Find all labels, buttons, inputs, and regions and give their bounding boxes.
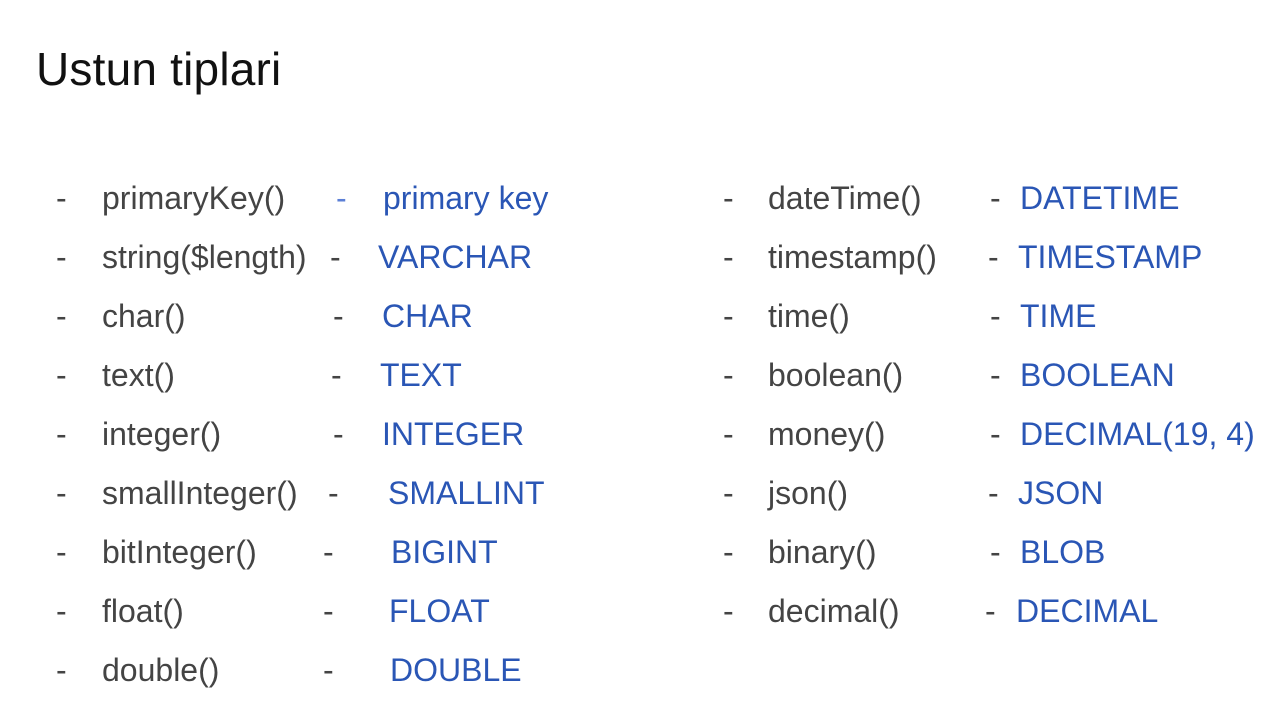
bullet: - [56, 416, 67, 452]
separator: - [988, 239, 999, 275]
method-name: dateTime() [768, 180, 922, 216]
method-name: timestamp() [768, 239, 937, 275]
bullet: - [723, 475, 734, 511]
list-item: - dateTime() - DATETIME [0, 182, 1280, 248]
method-name: string($length) [102, 239, 307, 275]
sql-type: TIMESTAMP [1018, 239, 1203, 275]
separator: - [323, 534, 334, 570]
method-name: text() [102, 357, 175, 393]
sql-type: FLOAT [389, 593, 490, 629]
bullet: - [723, 593, 734, 629]
separator: - [985, 593, 996, 629]
sql-type: CHAR [382, 298, 473, 334]
list-item: - primaryKey() - primary key [0, 182, 1280, 248]
separator: - [990, 416, 1001, 452]
sql-type: DECIMAL(19, 4) [1020, 416, 1255, 452]
bullet: - [723, 298, 734, 334]
sql-type: DECIMAL [1016, 593, 1159, 629]
sql-type: DOUBLE [390, 652, 522, 688]
method-name: float() [102, 593, 184, 629]
bullet: - [56, 180, 67, 216]
slide-title: Ustun tiplari [36, 43, 282, 95]
bullet: - [56, 593, 67, 629]
sql-type: TEXT [380, 357, 462, 393]
list-item: - float() - FLOAT [0, 595, 1280, 661]
list-item: - boolean() - BOOLEAN [0, 359, 1280, 425]
bullet: - [56, 298, 67, 334]
method-name: binary() [768, 534, 877, 570]
list-item: - string($length) - VARCHAR [0, 241, 1280, 307]
list-item: - binary() - BLOB [0, 536, 1280, 602]
method-name: primaryKey() [102, 180, 286, 216]
list-item: - timestamp() - TIMESTAMP [0, 241, 1280, 307]
list-item: - bitInteger() - BIGINT [0, 536, 1280, 602]
bullet: - [56, 534, 67, 570]
method-name: char() [102, 298, 186, 334]
bullet: - [723, 239, 734, 275]
sql-type: BIGINT [391, 534, 498, 570]
method-name: smallInteger() [102, 475, 298, 511]
sql-type: INTEGER [382, 416, 525, 452]
sql-type: VARCHAR [378, 239, 533, 275]
sql-type: TIME [1020, 298, 1097, 334]
separator: - [336, 180, 347, 216]
separator: - [328, 475, 339, 511]
sql-type: BOOLEAN [1020, 357, 1175, 393]
method-name: double() [102, 652, 220, 688]
bullet: - [56, 475, 67, 511]
separator: - [323, 593, 334, 629]
method-name: json() [768, 475, 849, 511]
method-name: time() [768, 298, 850, 334]
list-item: - time() - TIME [0, 300, 1280, 366]
list-item: - text() - TEXT [0, 359, 1280, 425]
list-item: - json() - JSON [0, 477, 1280, 543]
bullet: - [723, 534, 734, 570]
sql-type: SMALLINT [388, 475, 545, 511]
method-name: boolean() [768, 357, 904, 393]
sql-type: JSON [1018, 475, 1104, 511]
bullet: - [56, 239, 67, 275]
bullet: - [723, 416, 734, 452]
separator: - [990, 534, 1001, 570]
list-item: - smallInteger() - SMALLINT [0, 477, 1280, 543]
separator: - [333, 416, 344, 452]
list-item: - double() - DOUBLE [0, 654, 1280, 720]
method-name: integer() [102, 416, 222, 452]
list-item: - integer() - INTEGER [0, 418, 1280, 484]
separator: - [990, 357, 1001, 393]
sql-type: primary key [383, 180, 549, 216]
bullet: - [56, 652, 67, 688]
bullet: - [56, 357, 67, 393]
separator: - [333, 298, 344, 334]
method-name: money() [768, 416, 886, 452]
sql-type: BLOB [1020, 534, 1106, 570]
list-item: - money() - DECIMAL(19, 4) [0, 418, 1280, 484]
separator: - [323, 652, 334, 688]
separator: - [990, 298, 1001, 334]
separator: - [330, 239, 341, 275]
list-item: - char() - CHAR [0, 300, 1280, 366]
separator: - [331, 357, 342, 393]
bullet: - [723, 357, 734, 393]
sql-type: DATETIME [1020, 180, 1180, 216]
method-name: bitInteger() [102, 534, 257, 570]
separator: - [988, 475, 999, 511]
list-item: - decimal() - DECIMAL [0, 595, 1280, 661]
bullet: - [723, 180, 734, 216]
method-name: decimal() [768, 593, 900, 629]
separator: - [990, 180, 1001, 216]
